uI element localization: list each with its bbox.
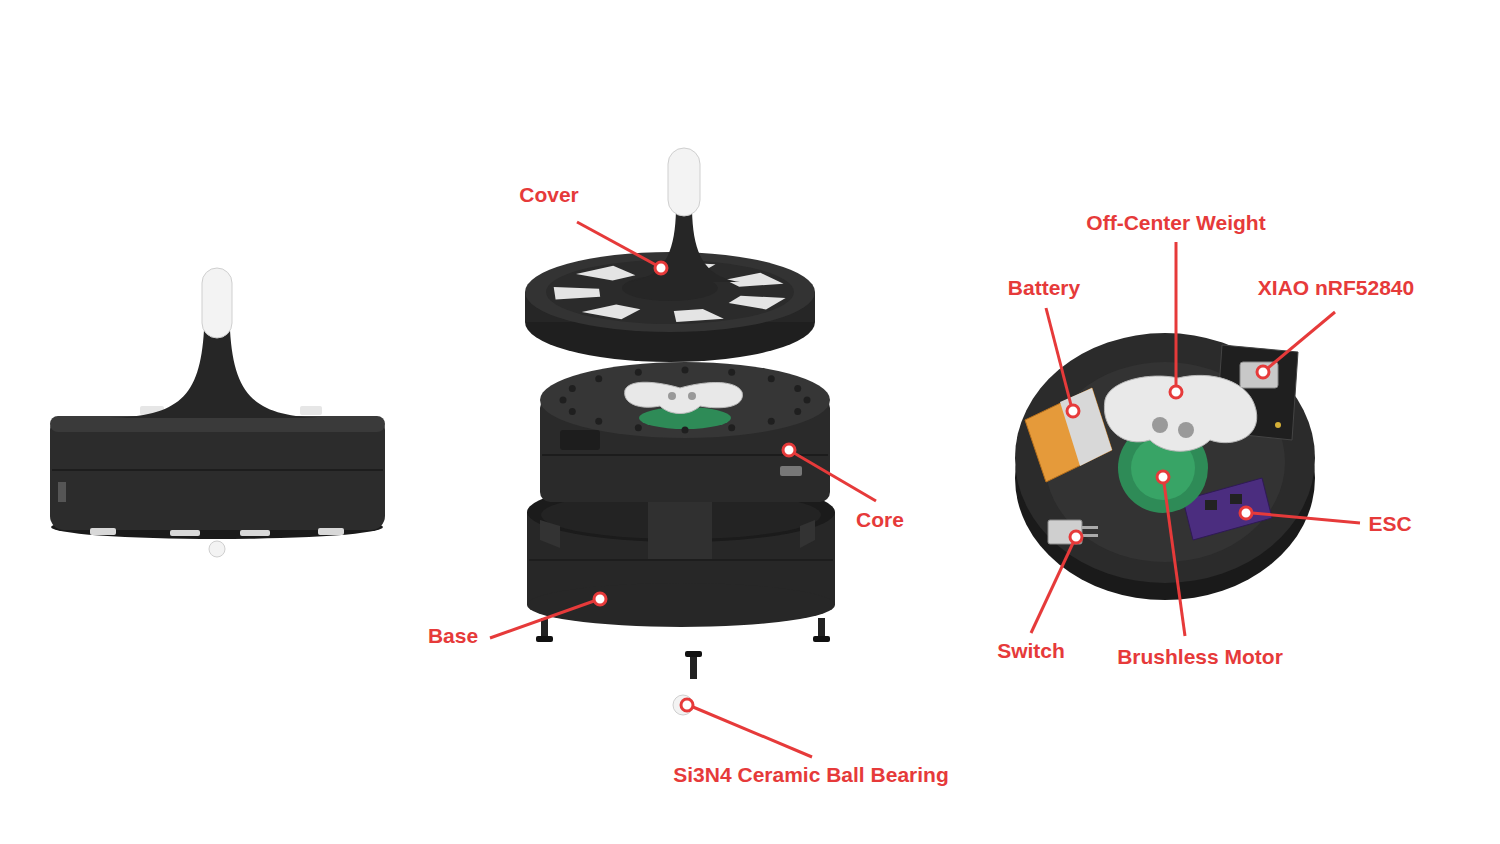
- callout-label: Battery: [1008, 276, 1080, 300]
- callout-anchor: ESC: [1368, 512, 1411, 536]
- callout-anchor: Cover: [519, 183, 579, 207]
- callout-anchor: Battery: [1008, 276, 1080, 300]
- core-hole: [728, 424, 735, 431]
- leader-lines: [490, 222, 1360, 757]
- core-hole: [560, 397, 567, 404]
- cover-vent: [576, 266, 635, 281]
- callout-label: Base: [428, 624, 478, 648]
- callout-anchor: Si3N4 Ceramic Ball Bearing: [673, 763, 948, 787]
- callout-label: XIAO nRF52840: [1258, 276, 1414, 300]
- callout-label: Brushless Motor: [1117, 645, 1283, 669]
- core-hole: [569, 385, 576, 392]
- callout-anchor: Base: [428, 624, 478, 648]
- callout-label: Switch: [997, 639, 1065, 663]
- cover-vent: [674, 309, 724, 322]
- core-hole: [768, 418, 775, 425]
- cover-vent: [554, 287, 601, 300]
- core-hole: [768, 375, 775, 382]
- callout-label: Cover: [519, 183, 579, 207]
- core-hole: [595, 375, 602, 382]
- callout-anchor: Switch: [997, 639, 1065, 663]
- callout-label: ESC: [1368, 512, 1411, 536]
- callout-anchor: Core: [856, 508, 904, 532]
- callout-label: Core: [856, 508, 904, 532]
- core-hole: [635, 369, 642, 376]
- callout-label: Si3N4 Ceramic Ball Bearing: [673, 763, 948, 787]
- core-hole: [635, 424, 642, 431]
- callout-label: Off-Center Weight: [1086, 211, 1265, 235]
- core-hole: [728, 369, 735, 376]
- callout-anchor: XIAO nRF52840: [1258, 276, 1414, 300]
- core-hole: [569, 408, 576, 415]
- core-hole: [794, 385, 801, 392]
- core-hole: [682, 427, 689, 434]
- core-top-view: [996, 333, 1333, 600]
- callout-anchor: Off-Center Weight: [1086, 211, 1265, 235]
- callout-anchor: Brushless Motor: [1117, 645, 1283, 669]
- cover-vent: [582, 305, 641, 320]
- core-part: [540, 362, 830, 502]
- assembled-top: [50, 268, 385, 557]
- core-hole: [595, 418, 602, 425]
- core-hole: [682, 367, 689, 374]
- core-hole: [804, 397, 811, 404]
- cover-vent: [725, 273, 783, 287]
- cover-vent: [729, 296, 786, 310]
- base-part: [527, 482, 835, 715]
- core-hole: [794, 408, 801, 415]
- cover-part: [525, 148, 815, 362]
